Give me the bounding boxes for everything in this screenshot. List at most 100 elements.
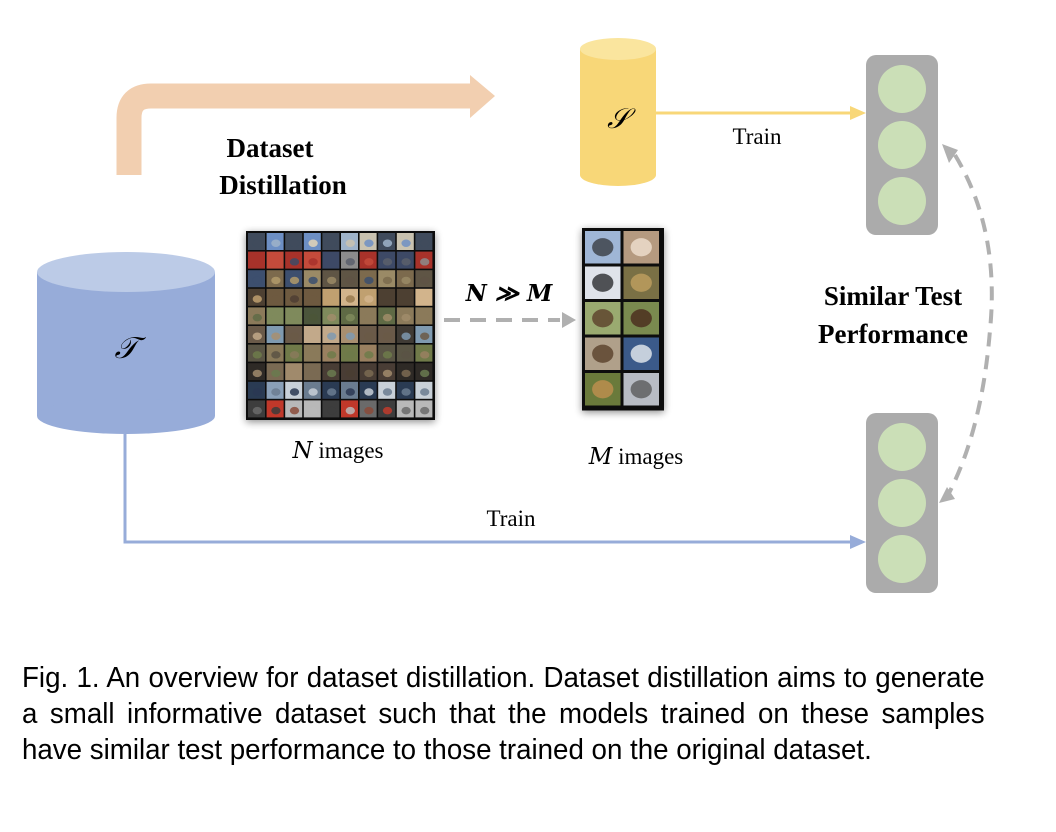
original-image-thumbnail	[359, 400, 377, 418]
original-image-thumbnail	[396, 400, 414, 418]
top-train-label: Train	[733, 124, 782, 149]
original-image-thumbnail	[396, 288, 414, 306]
original-image-thumbnail	[303, 363, 321, 381]
m-var: M	[588, 444, 614, 470]
ratio-label: N ≫ M	[465, 280, 554, 307]
original-image-thumbnail	[248, 251, 265, 269]
original-image-thumbnail	[322, 233, 340, 250]
original-image-thumbnail	[396, 307, 414, 325]
original-image-thumbnail	[359, 288, 377, 306]
original-image-thumbnail	[285, 326, 303, 343]
original-image-thumbnail	[396, 363, 414, 381]
model-bottom	[866, 413, 938, 593]
original-image-thumbnail	[341, 307, 358, 325]
original-image-thumbnail	[415, 400, 433, 418]
original-image-thumbnail	[322, 270, 340, 288]
arrowhead-down-icon	[939, 487, 955, 503]
original-image-thumbnail	[341, 381, 358, 399]
synthetic-image-thumbnail	[623, 302, 659, 335]
original-image-thumbnail	[285, 363, 303, 381]
distillation-arrow-shaft	[116, 83, 472, 175]
synthetic-image-thumbnail	[585, 302, 621, 335]
original-image-thumbnail	[303, 251, 321, 269]
original-image-thumbnail	[303, 270, 321, 288]
original-image-thumbnail	[396, 270, 414, 288]
original-image-thumbnail	[341, 233, 358, 250]
original-image-thumbnail	[266, 307, 284, 325]
synthetic-image-thumbnail	[585, 266, 621, 299]
original-image-thumbnail	[341, 270, 358, 288]
similar-label-line1: Similar Test	[824, 281, 962, 311]
original-image-thumbnail	[415, 251, 433, 269]
arrowhead-up-icon	[942, 144, 958, 163]
n-images-label: N images	[291, 438, 383, 464]
bottom-train-arrow	[123, 434, 866, 549]
original-image-thumbnail	[266, 400, 284, 418]
model-bottom-node	[878, 423, 926, 471]
original-image-thumbnail	[341, 344, 358, 362]
distillation-label-line2: Distillation	[219, 170, 347, 200]
distillation-arrow	[116, 75, 495, 175]
original-image-thumbnail	[359, 251, 377, 269]
original-images-grid	[246, 231, 435, 420]
original-image-thumbnail	[341, 288, 358, 306]
original-image-thumbnail	[303, 344, 321, 362]
original-image-thumbnail	[322, 344, 340, 362]
original-image-thumbnail	[248, 400, 265, 418]
model-top-node	[878, 65, 926, 113]
synthetic-image-thumbnail	[623, 231, 659, 264]
distillation-label-line1: Dataset	[227, 133, 314, 163]
original-image-thumbnail	[322, 363, 340, 381]
original-image-thumbnail	[285, 288, 303, 306]
similar-label-line2: Performance	[818, 319, 968, 349]
original-image-thumbnail	[359, 326, 377, 343]
original-image-thumbnail	[322, 251, 340, 269]
model-top	[866, 55, 938, 235]
original-image-thumbnail	[396, 233, 414, 250]
original-image-thumbnail	[415, 363, 433, 381]
synthetic-image-thumbnail	[585, 231, 621, 264]
original-image-thumbnail	[415, 233, 433, 250]
original-image-thumbnail	[322, 288, 340, 306]
original-image-thumbnail	[248, 363, 265, 381]
original-image-thumbnail	[322, 326, 340, 343]
original-image-thumbnail	[266, 381, 284, 399]
original-image-thumbnail	[303, 400, 321, 418]
original-image-thumbnail	[248, 326, 265, 343]
original-image-thumbnail	[341, 363, 358, 381]
original-image-thumbnail	[285, 233, 303, 250]
original-image-thumbnail	[359, 363, 377, 381]
model-bottom-node	[878, 479, 926, 527]
original-image-thumbnail	[378, 363, 396, 381]
original-image-thumbnail	[415, 344, 433, 362]
original-image-thumbnail	[341, 251, 358, 269]
original-image-thumbnail	[266, 251, 284, 269]
original-image-thumbnail	[359, 381, 377, 399]
original-image-thumbnail	[396, 344, 414, 362]
original-image-thumbnail	[378, 270, 396, 288]
model-top-node	[878, 121, 926, 169]
similarity-double-arrow	[939, 144, 994, 503]
original-image-thumbnail	[378, 326, 396, 343]
original-image-thumbnail	[248, 307, 265, 325]
original-image-thumbnail	[341, 326, 358, 343]
original-image-thumbnail	[285, 307, 303, 325]
original-image-thumbnail	[378, 344, 396, 362]
original-image-thumbnail	[303, 381, 321, 399]
original-image-thumbnail	[341, 400, 358, 418]
original-image-thumbnail	[378, 307, 396, 325]
original-image-thumbnail	[248, 233, 265, 250]
m-images-text: images	[612, 444, 683, 469]
original-image-thumbnail	[285, 400, 303, 418]
original-image-thumbnail	[266, 326, 284, 343]
original-image-thumbnail	[415, 381, 433, 399]
distillation-arrow-head	[470, 75, 495, 118]
original-image-thumbnail	[378, 381, 396, 399]
original-image-thumbnail	[322, 400, 340, 418]
original-image-thumbnail	[359, 344, 377, 362]
original-image-thumbnail	[415, 270, 433, 288]
model-bottom-node	[878, 535, 926, 583]
original-image-thumbnail	[322, 381, 340, 399]
original-image-thumbnail	[248, 381, 265, 399]
original-image-thumbnail	[359, 307, 377, 325]
